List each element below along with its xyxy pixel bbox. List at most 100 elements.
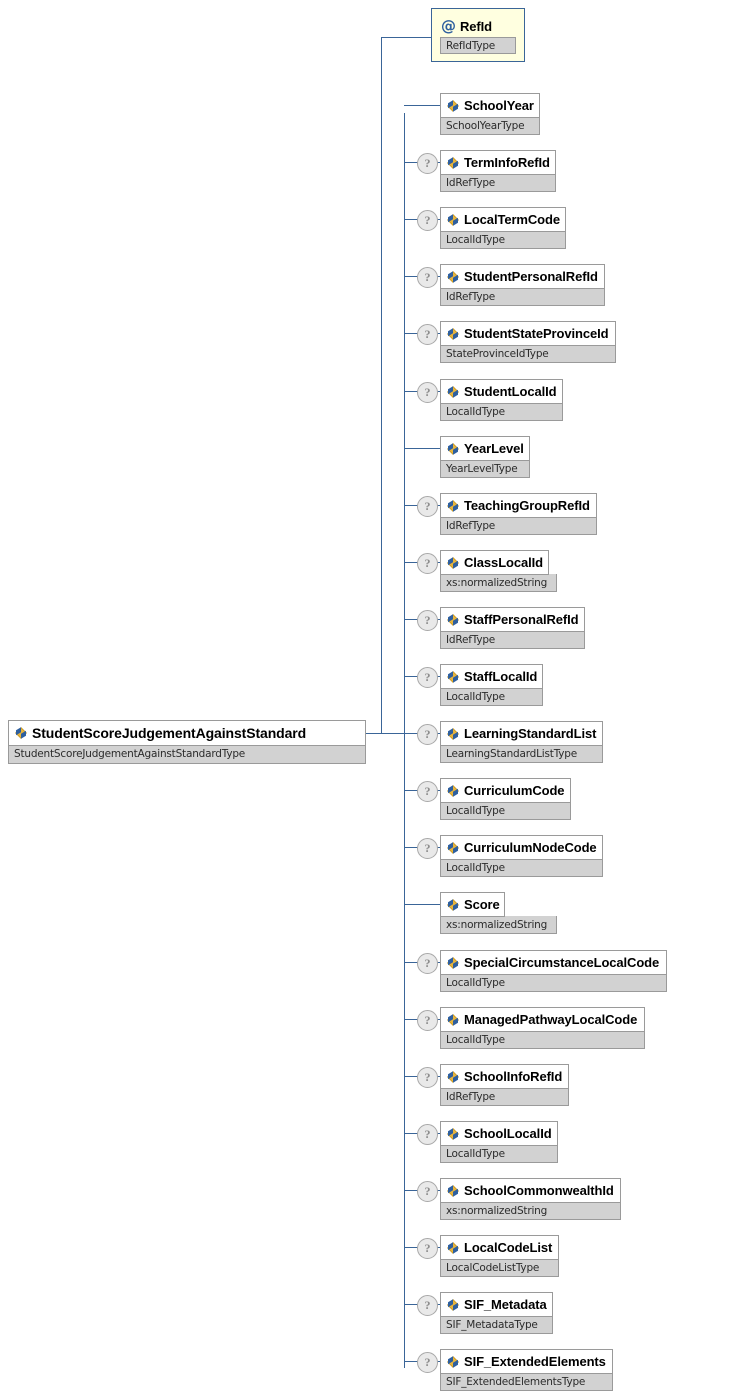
connector-children-trunk: [404, 113, 405, 1368]
connector-child-stub: [404, 904, 440, 905]
element-icon: [446, 499, 460, 513]
node-title: SchoolInfoRefId: [440, 1064, 569, 1089]
node-typebar: StudentScoreJudgementAgainstStandardType: [8, 745, 366, 764]
node-title: SpecialCircumstanceLocalCode: [440, 950, 667, 975]
node-title: StudentScoreJudgementAgainstStandard: [8, 720, 366, 746]
node-typebar: YearLevelType: [440, 460, 530, 478]
node-type-label: YearLevelType: [446, 462, 518, 475]
node-type-label: StateProvinceIdType: [446, 347, 549, 360]
node-title: StudentPersonalRefId: [440, 264, 605, 289]
node-label: StudentStateProvinceId: [464, 326, 609, 341]
element-icon: [446, 556, 460, 570]
node-label: ClassLocalId: [464, 555, 543, 570]
node-title: StudentLocalId: [440, 379, 563, 404]
node-label: YearLevel: [464, 441, 524, 456]
node-title: LocalTermCode: [440, 207, 566, 232]
node-typebar: IdRefType: [440, 1088, 569, 1106]
node-label: LearningStandardList: [464, 726, 597, 741]
node-label: LocalCodeList: [464, 1240, 553, 1255]
node-label: StudentScoreJudgementAgainstStandard: [32, 725, 307, 741]
element-icon: [446, 1070, 460, 1084]
optional-indicator: ?: [417, 1067, 438, 1088]
element-icon: [446, 1298, 460, 1312]
node-type-label: LocalIdType: [446, 233, 505, 246]
node-title: SchoolYear: [440, 93, 540, 118]
element-icon: [446, 156, 460, 170]
node-type-label: StudentScoreJudgementAgainstStandardType: [14, 748, 246, 760]
optional-indicator: ?: [417, 1010, 438, 1031]
node-label: CurriculumNodeCode: [464, 840, 597, 855]
node-title: StaffLocalId: [440, 664, 543, 689]
optional-indicator: ?: [417, 838, 438, 859]
node-label: StudentPersonalRefId: [464, 269, 598, 284]
node-type-label: LocalIdType: [446, 976, 505, 989]
element-icon: [446, 1355, 460, 1369]
node-typebar: LocalIdType: [440, 403, 563, 421]
node-type-label: SchoolYearType: [446, 119, 525, 132]
element-icon: [446, 1241, 460, 1255]
node-typebar: xs:normalizedString: [440, 916, 557, 934]
node-typebar: LearningStandardListType: [440, 745, 603, 763]
node-label: TeachingGroupRefId: [464, 498, 590, 513]
node-type-label: LocalIdType: [446, 1033, 505, 1046]
optional-indicator: ?: [417, 610, 438, 631]
connector-child-stub: [404, 105, 440, 106]
node-type-label: LocalIdType: [446, 861, 505, 874]
node-title: SchoolLocalId: [440, 1121, 558, 1146]
node-label: SchoolLocalId: [464, 1126, 552, 1141]
node-label: SpecialCircumstanceLocalCode: [464, 955, 660, 970]
node-type-label: LocalIdType: [446, 405, 505, 418]
node-attribute-refid[interactable]: @ RefId RefIdType: [431, 8, 525, 62]
attribute-icon: @: [441, 16, 456, 35]
element-icon: [446, 613, 460, 627]
element-icon: [14, 726, 28, 740]
optional-indicator: ?: [417, 382, 438, 403]
node-type-label: SIF_MetadataType: [446, 1318, 538, 1331]
node-typebar: StateProvinceIdType: [440, 345, 616, 363]
node-typebar: xs:normalizedString: [440, 1202, 621, 1220]
optional-indicator: ?: [417, 953, 438, 974]
optional-indicator: ?: [417, 781, 438, 802]
node-root[interactable]: StudentScoreJudgementAgainstStandard Stu…: [8, 720, 366, 764]
node-label: StaffLocalId: [464, 669, 538, 684]
node-typebar: IdRefType: [440, 288, 605, 306]
optional-indicator: ?: [417, 1295, 438, 1316]
node-typebar: IdRefType: [440, 174, 556, 192]
node-label: StaffPersonalRefId: [464, 612, 579, 627]
node-typebar: LocalIdType: [440, 688, 543, 706]
optional-indicator: ?: [417, 324, 438, 345]
node-title: TeachingGroupRefId: [440, 493, 597, 518]
element-icon: [446, 670, 460, 684]
node-type-label: IdRefType: [446, 290, 496, 303]
element-icon: [446, 956, 460, 970]
node-typebar: SchoolYearType: [440, 117, 540, 135]
node-type-label: LocalIdType: [446, 804, 505, 817]
node-typebar: LocalIdType: [440, 859, 603, 877]
node-label: LocalTermCode: [464, 212, 560, 227]
element-icon: [446, 327, 460, 341]
node-label: SIF_Metadata: [464, 1297, 547, 1312]
